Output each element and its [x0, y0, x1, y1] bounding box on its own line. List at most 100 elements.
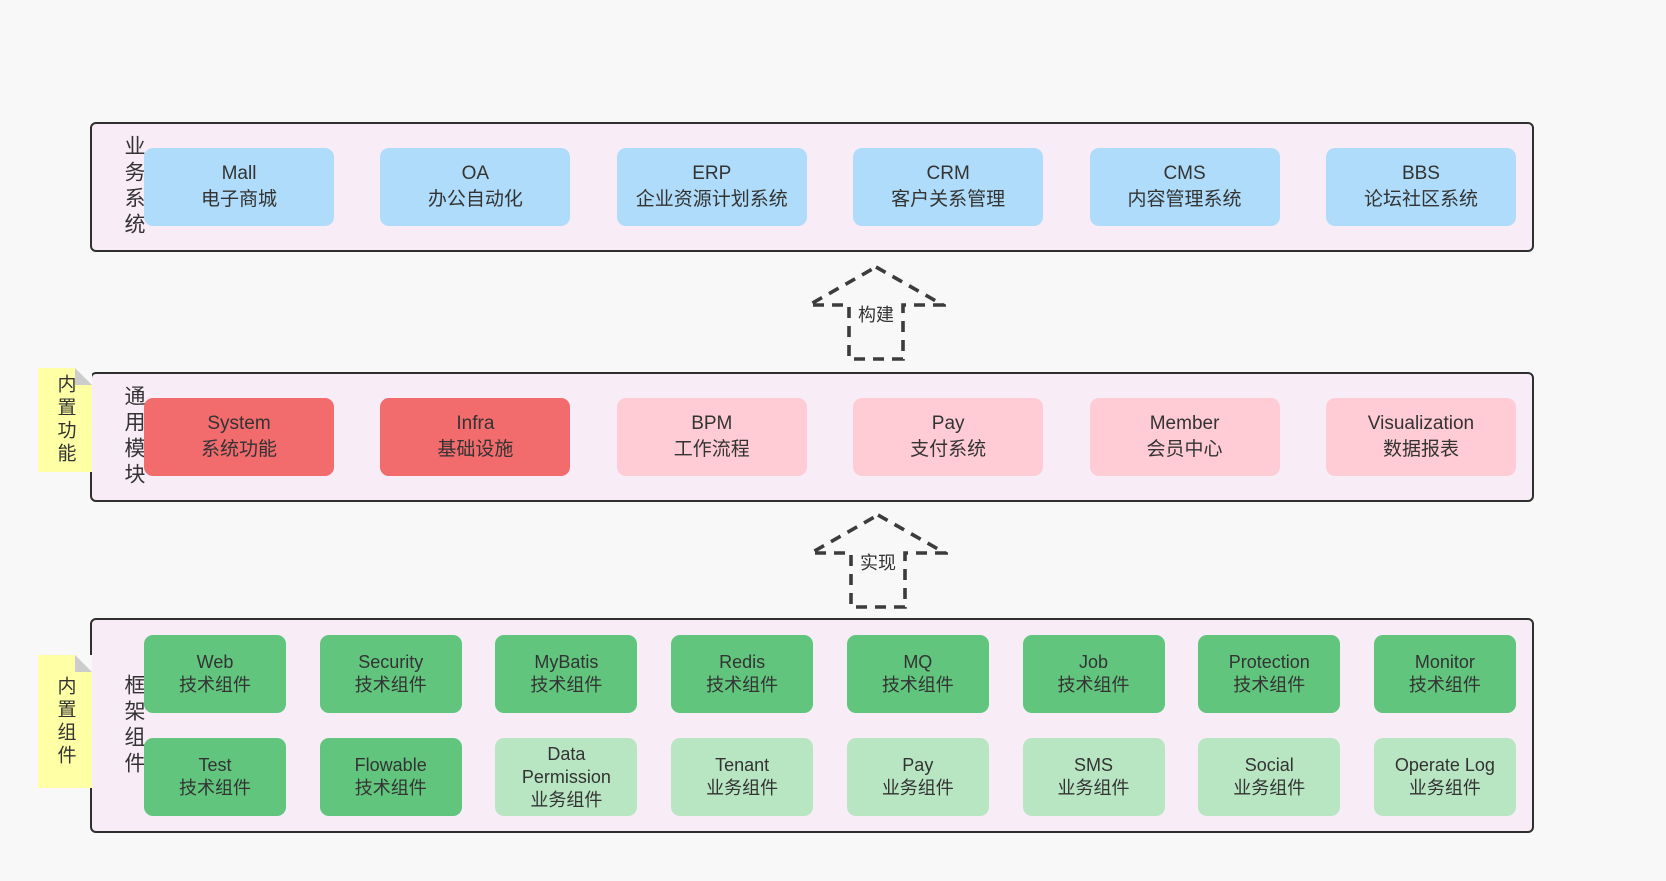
- box-title: BBS: [1401, 163, 1440, 184]
- dashed-up-arrow-icon: [806, 264, 946, 361]
- box-title: CMS: [1163, 163, 1206, 184]
- box-title: Infra: [456, 413, 495, 434]
- diagram-box-visualization: Visualization 数据报表: [1325, 398, 1516, 476]
- box-subtitle: 技术组件: [179, 675, 251, 695]
- box-subtitle: 业务组件: [1408, 778, 1481, 798]
- diagram-box-web: Web 技术组件: [144, 635, 286, 713]
- box-subtitle: 电子商城: [200, 189, 277, 210]
- box-title: Monitor: [1414, 652, 1475, 672]
- diagram-box-mq: MQ 技术组件: [846, 635, 989, 713]
- diagram-box-system: System 系统功能: [144, 398, 334, 476]
- diagram-box-protection: Protection 技术组件: [1198, 635, 1341, 713]
- box-title: Job: [1079, 652, 1109, 672]
- diagram-box-tenant: Tenant 业务组件: [671, 738, 814, 816]
- box-title: ERP: [692, 163, 732, 184]
- diagram-box-erp: ERP 企业资源计划系统: [616, 148, 807, 226]
- diagram-box-cms: CMS 内容管理系统: [1089, 148, 1280, 226]
- box-title: Operate Log: [1394, 755, 1495, 775]
- box-subtitle: 业务组件: [530, 789, 603, 810]
- box-subtitle: 会员中心: [1146, 439, 1223, 460]
- box-title: Protection: [1228, 652, 1310, 672]
- box-title: Visualization: [1367, 413, 1475, 434]
- diagram-box-mall: Mall 电子商城: [144, 148, 334, 226]
- diagram-box-monitor: Monitor 技术组件: [1373, 635, 1516, 713]
- box-title: Web: [196, 652, 234, 672]
- diagram-box-oa: OA 办公自动化: [380, 148, 571, 226]
- box-subtitle: 工作流程: [673, 439, 750, 460]
- box-subtitle: 技术组件: [881, 675, 954, 695]
- modules-box-row: System 系统功能 Infra 基础设施 BPM 工作流程 Pay 支付系统 Member 会…: [144, 398, 1516, 476]
- box-subtitle: 技术组件: [179, 778, 251, 798]
- layer-label-components: 框架组件: [122, 673, 145, 778]
- builtin-components-note-label: 内置组件: [54, 675, 76, 768]
- box-subtitle: 技术组件: [530, 675, 603, 695]
- box-title: Test: [198, 755, 232, 775]
- box-subtitle: 业务组件: [706, 778, 779, 798]
- box-subtitle: 技术组件: [1408, 675, 1481, 695]
- diagram-box-member: Member 会员中心: [1089, 398, 1280, 476]
- box-title: Flowable: [354, 755, 427, 775]
- box-subtitle: 系统功能: [200, 439, 277, 460]
- box-subtitle: 业务组件: [1233, 778, 1306, 798]
- box-subtitle: 技术组件: [1233, 675, 1306, 695]
- box-subtitle: 技术组件: [1057, 675, 1130, 695]
- diagram-box-security: Security 技术组件: [319, 635, 462, 713]
- builtin-features-note-label: 内置功能: [54, 374, 76, 466]
- box-title: Pay: [931, 413, 965, 434]
- box-title: Member: [1149, 413, 1220, 434]
- box-title: OA: [461, 163, 490, 184]
- diagram-box-operate-log: Operate Log 业务组件: [1373, 738, 1516, 816]
- box-subtitle: 支付系统: [910, 439, 987, 460]
- business-systems-layer: 业务系统 Mall 电子商城 OA 办公自动化 ERP 企业资源计划系统 CRM 客户关系管理…: [90, 122, 1534, 252]
- build-arrow-label: 构建: [855, 300, 897, 328]
- box-title: MQ: [903, 652, 933, 672]
- box-subtitle: 技术组件: [354, 778, 427, 798]
- common-modules-layer: 通用模块 System 系统功能 Infra 基础设施 BPM 工作流程 Pay 支付系统 Me…: [90, 372, 1534, 502]
- layer-label-modules: 通用模块: [122, 385, 145, 489]
- diagram-box-infra: Infra 基础设施: [380, 398, 571, 476]
- diagram-box-flowable: Flowable 技术组件: [319, 738, 462, 816]
- box-subtitle: 企业资源计划系统: [635, 189, 788, 210]
- build-arrow: 构建: [806, 264, 946, 362]
- box-title: CRM: [926, 163, 970, 184]
- business-box-row: Mall 电子商城 OA 办公自动化 ERP 企业资源计划系统 CRM 客户关系管理 CMS 内容…: [144, 148, 1516, 226]
- box-subtitle: 技术组件: [354, 675, 427, 695]
- box-subtitle: 内容管理系统: [1127, 189, 1242, 210]
- implement-arrow: 实现: [808, 512, 948, 610]
- builtin-features-note: 内置功能: [38, 368, 92, 472]
- box-title: Pay: [902, 755, 934, 775]
- box-title: System: [207, 413, 271, 434]
- dashed-up-arrow-icon: [808, 512, 948, 609]
- box-subtitle: 基础设施: [437, 439, 514, 460]
- diagram-box-pay: Pay 支付系统: [853, 398, 1044, 476]
- diagram-box-bbs: BBS 论坛社区系统: [1325, 148, 1516, 226]
- box-title: BPM: [691, 413, 733, 434]
- box-title: Security: [358, 652, 424, 672]
- box-title: Social: [1244, 755, 1294, 775]
- box-subtitle: 客户关系管理: [891, 189, 1006, 210]
- box-subtitle: 办公自动化: [427, 189, 523, 210]
- diagram-box-test: Test 技术组件: [144, 738, 286, 816]
- box-subtitle: 论坛社区系统: [1363, 189, 1478, 210]
- box-subtitle: 业务组件: [881, 778, 954, 798]
- box-subtitle: 数据报表: [1382, 439, 1459, 460]
- diagram-box-pay: Pay 业务组件: [846, 738, 989, 816]
- box-title: Mall: [221, 163, 257, 184]
- diagram-box-bpm: BPM 工作流程: [616, 398, 807, 476]
- box-title: Tenant: [715, 755, 770, 775]
- diagram-box-crm: CRM 客户关系管理: [853, 148, 1044, 226]
- layer-label-business: 业务系统: [122, 135, 145, 239]
- implement-arrow-label: 实现: [857, 548, 899, 576]
- builtin-components-note: 内置组件: [38, 655, 92, 788]
- box-subtitle: 业务组件: [1057, 778, 1130, 798]
- box-subtitle: 技术组件: [706, 675, 779, 695]
